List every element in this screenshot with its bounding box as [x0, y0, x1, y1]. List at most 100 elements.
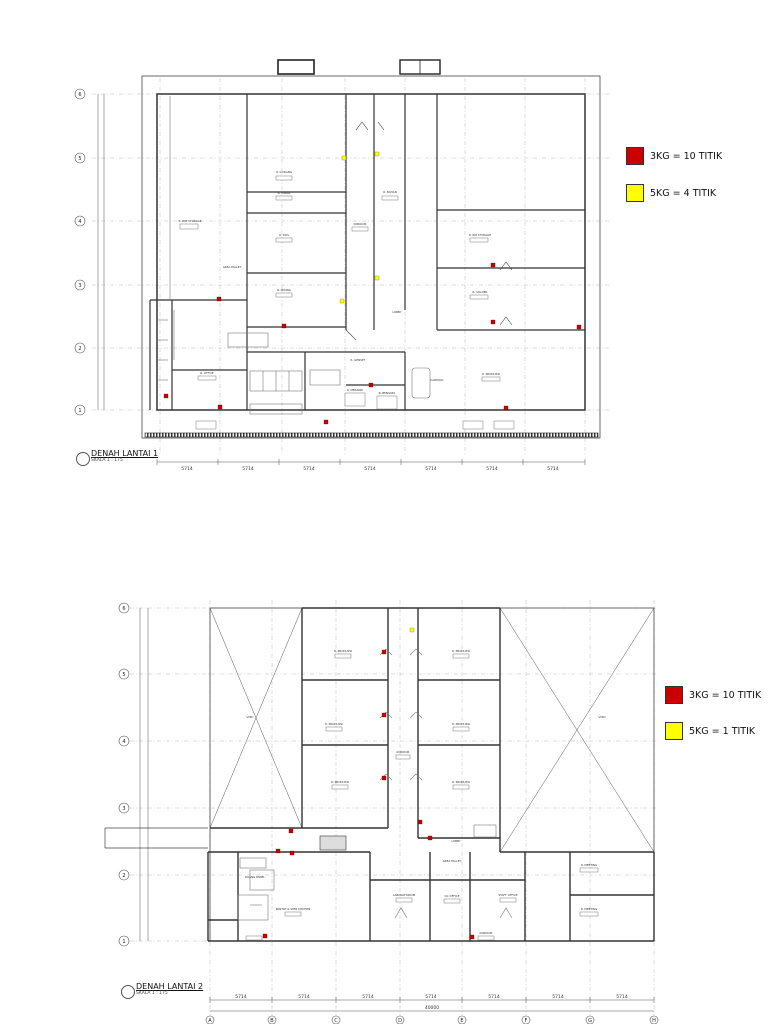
floor2-walls [207, 607, 655, 942]
floor2-room-label: R. PRODUKSI [452, 722, 470, 726]
floor2-scale: SKALA 1 : 175 [136, 991, 168, 996]
floor1-grid-label: 1 [78, 408, 81, 414]
yellow-swatch-icon [665, 722, 683, 740]
floor2-plan: 6 5 4 3 2 1 [104, 600, 659, 1024]
floor1-grid-label: 6 [78, 92, 81, 98]
floor2-title-circle-icon [121, 985, 135, 999]
floor1-room-label: R. MEKANIK [347, 388, 363, 392]
floor2-grid-letter: D [398, 1018, 402, 1024]
floor1-dim-label: 5714 [364, 466, 376, 472]
floor1-legend-5kg: 5KG = 4 TITIK [626, 184, 716, 202]
floor2-grid-label: 4 [122, 739, 125, 745]
floor2-room-label: R. MEETING [581, 907, 597, 911]
red-swatch-icon [626, 147, 644, 165]
floor2-title-block: DENAH LANTAI 2 SKALA 1 : 175 [136, 982, 203, 996]
floor2-dim-label: 5714 [616, 994, 628, 1000]
floor1-room-label: R. BAHAN [383, 190, 397, 194]
legend-label: 5KG = 1 TITIK [689, 725, 756, 737]
floor1-scale: SKALA 1 : 175 [91, 458, 123, 463]
floor2-grid-label: 1 [122, 939, 125, 945]
floor1-room-label: R. PANAS [278, 191, 291, 195]
floor1-title: DENAH LANTAI 1 [91, 449, 159, 458]
floor2-grid-letter: C [334, 1018, 338, 1024]
floor2-red-markers [262, 649, 475, 940]
floor2-room-label: R. PRODUKSI [452, 649, 470, 653]
floor1-room-label: R. PRODUKSI [482, 372, 500, 376]
floor2-dim-label: 5714 [425, 994, 437, 1000]
floor1-room-label: R. OFFICE [200, 371, 214, 375]
floor1-room-label: AREA PALLET [223, 265, 242, 269]
floor1-room-label: R. BENGKEL [379, 391, 396, 395]
floor2-grid-label: 5 [122, 672, 125, 678]
floor2-room-label: LOBBY [451, 839, 460, 843]
floor2-room-label: R. MEETING [581, 863, 597, 867]
floor1-walls [149, 94, 585, 410]
floor2-title: DENAH LANTAI 2 [136, 982, 204, 991]
floor2-room-label: VOID [246, 715, 253, 719]
floor1-room-label: KORIDOR [354, 222, 367, 226]
floor1-dim-label: 5714 [486, 466, 498, 472]
floor1-room-label: CARPOOL [430, 378, 444, 382]
floor2-grid-letter: A [208, 1018, 212, 1024]
floor2-room-label: STAFF OFFICE [498, 893, 517, 897]
floor2-dim-total: 40000 [425, 1005, 439, 1011]
floor2-room-label: PANTRY & SEMI KITCHEN [276, 907, 310, 911]
floor2-dim-label: 5714 [235, 994, 247, 1000]
floor2-grid-letter: G [588, 1018, 592, 1024]
floor1-yellow-markers [339, 151, 380, 304]
floor2-grid-lines [130, 600, 658, 1020]
floor1-grid-label: 3 [78, 283, 81, 289]
yellow-swatch-icon [626, 184, 644, 202]
floor2-room-label: R. PRODUKSI [452, 780, 470, 784]
floor2-room-label: AREA PALLET [443, 859, 462, 863]
red-swatch-icon [665, 686, 683, 704]
legend-label: 3KG = 10 TITIK [650, 150, 723, 162]
floor2-grid-label: 3 [122, 806, 125, 812]
floor1-grid-label: 4 [78, 219, 81, 225]
floor1-title-circle-icon [76, 452, 90, 466]
floor2-grid-letter: H [652, 1018, 656, 1024]
floor2-yellow-markers [409, 627, 415, 633]
floor1-room-label: LOBBY [392, 310, 401, 314]
floor1-room-label: R. RM STORAGE [469, 233, 491, 237]
floor2-grid-letter: B [270, 1018, 274, 1024]
floor1-dim-label: 5714 [181, 466, 193, 472]
floor2-room-label: R. PRODUKSI [334, 649, 352, 653]
floor1-room-label: R. MIXING [277, 288, 291, 292]
floor2-dim-label: 5714 [298, 994, 310, 1000]
floor1-red-markers [163, 262, 582, 425]
floor2-room-label: KORIDOR [480, 931, 493, 935]
floor2-dim-label: 5714 [488, 994, 500, 1000]
floor1-dim-label: 5714 [303, 466, 315, 472]
floor2-room-label: R. PRODUKSI [331, 780, 349, 784]
floor1-room-label: R. WIP STORAGE [178, 219, 201, 223]
floor1-grid-label: 5 [78, 156, 81, 162]
floor2-room-label: RUANG PANEL [245, 875, 265, 879]
floor2-grid-letter: E [460, 1018, 463, 1024]
floor1-legend-3kg: 3KG = 10 TITIK [626, 147, 722, 165]
floor1-dim-label: 5714 [547, 466, 559, 472]
floor2-dim-label: 5714 [552, 994, 564, 1000]
floor2-room-label: VOID [598, 715, 605, 719]
floor2-room-label: R. PRODUKSI [325, 722, 343, 726]
legend-label: 3KG = 10 TITIK [689, 689, 762, 701]
floor2-grid-label: 2 [122, 873, 125, 879]
floor2-room-label: QC OFFICE [444, 894, 459, 898]
floor1-room-label: R. SOLDER [472, 290, 487, 294]
floor1-grid-label: 2 [78, 346, 81, 352]
floor1-room-label: R. GUDANG [276, 170, 292, 174]
floor1-room-label: R. GENSET [351, 358, 366, 362]
floor1-plan: 6 5 4 3 2 1 [74, 59, 610, 472]
floor2-grid-label: 6 [122, 606, 125, 612]
floor1-dim-label: 5714 [425, 466, 437, 472]
floor1-grid-bubbles: 6 5 4 3 2 1 [74, 88, 86, 416]
floor2-room-label: LABORATORIUM [393, 893, 416, 897]
floor1-dim-label: 5714 [242, 466, 254, 472]
floor1-room-label: R. DOS [279, 233, 289, 237]
floor2-grid-letter: F [525, 1018, 528, 1024]
floor2-room-label: KORIDOR [397, 750, 410, 754]
floor1-title-block: DENAH LANTAI 1 SKALA 1 : 175 [91, 449, 158, 463]
floor2-legend-5kg: 5KG = 1 TITIK [665, 722, 755, 740]
floor2-dim-label: 5714 [362, 994, 374, 1000]
